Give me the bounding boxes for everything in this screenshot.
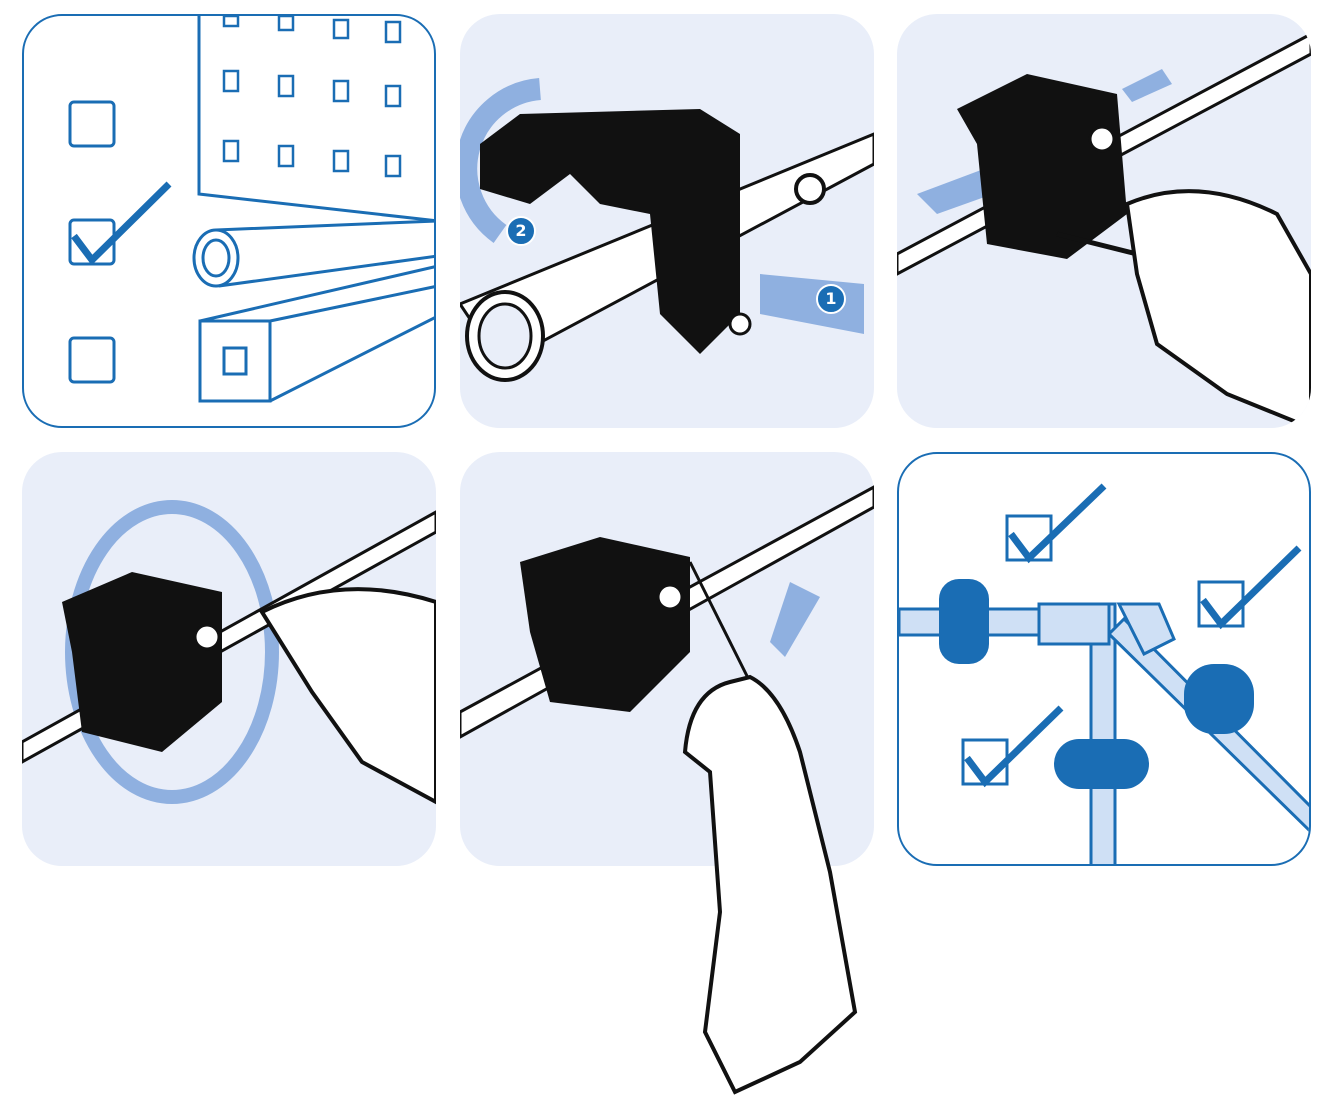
tighten-illustration: [897, 32, 1311, 428]
pegboard: [197, 16, 434, 223]
pegboard-holes: [222, 16, 402, 178]
clamp-body: [62, 572, 222, 752]
down-arrow-icon: [770, 582, 820, 657]
hand: [1124, 189, 1311, 428]
aluminium-profile: [198, 265, 434, 403]
checkmark-icon: [964, 705, 1064, 788]
checkmark-icon: [1008, 483, 1107, 564]
rotate-hook-illustration: [22, 500, 436, 805]
step-1-panel: [22, 14, 436, 428]
round-tube: [192, 219, 434, 288]
rotate-arrow-icon: [460, 78, 542, 243]
hand: [259, 587, 436, 805]
hex-key: [1056, 231, 1138, 257]
checkmark-icon: [1200, 545, 1302, 630]
step-5-panel: [460, 452, 874, 1095]
checkbox-empty-icon: [68, 336, 116, 384]
step-6-panel: [897, 452, 1311, 866]
slide-arrow-icon: [1122, 69, 1172, 102]
step-badge-2: 2: [506, 216, 536, 246]
checkbox-empty-icon: [68, 100, 116, 148]
clamp-body: [480, 109, 740, 354]
clamp-body: [520, 537, 690, 712]
hook-clamps: [939, 579, 1254, 789]
step-badge-1: 1: [816, 284, 846, 314]
hook: [688, 561, 752, 683]
clamp-body: [957, 74, 1127, 259]
push-arrow-icon: [760, 274, 864, 334]
hang-cloth-illustration: [460, 485, 874, 1095]
attach-clamp-illustration: [460, 78, 874, 382]
cloth: [682, 674, 858, 1095]
installed-system-illustration: [899, 483, 1309, 864]
profile-choice-illustration: [68, 16, 434, 403]
step-3-panel: [897, 14, 1311, 428]
step-2-panel: 1 2: [460, 14, 874, 428]
checkmark-icon: [71, 181, 172, 266]
step-4-panel: [22, 452, 436, 866]
